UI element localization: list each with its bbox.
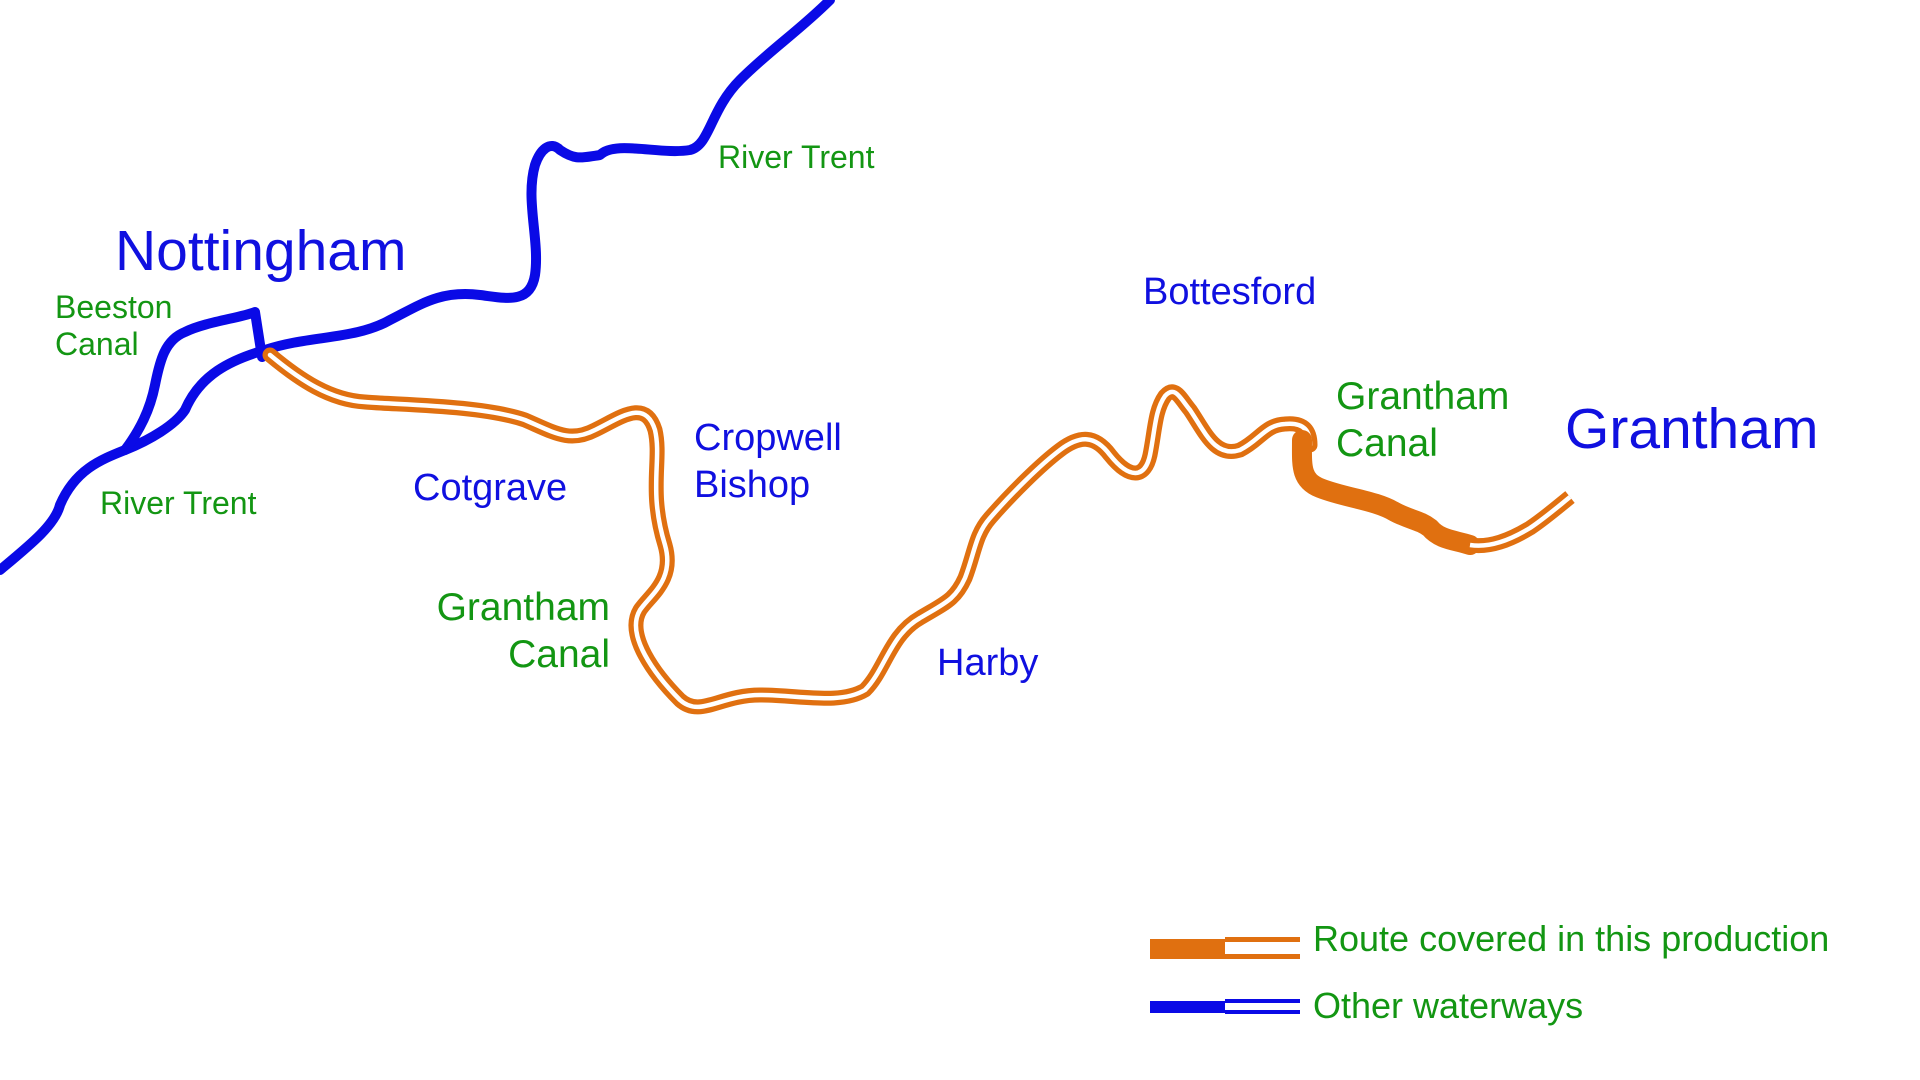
town-label-nottingham: Nottingham — [115, 219, 407, 283]
waterway-label-grantham-canal-east-line2: Canal — [1336, 422, 1438, 465]
waterway-label-grantham-canal-west-line1: Grantham — [437, 586, 610, 629]
town-label-cropwell-line2: Bishop — [694, 464, 810, 506]
waterway-label-river-trent-west: River Trent — [100, 485, 257, 521]
waterway-label-beeston-line2: Canal — [55, 326, 139, 362]
grantham-canal-end-inner — [1469, 495, 1572, 548]
waterway-label-river-trent-north: River Trent — [718, 139, 875, 175]
legend-other-label: Other waterways — [1313, 985, 1583, 1026]
town-label-harby: Harby — [937, 642, 1038, 684]
grantham-canal-route-inner — [267, 352, 1313, 710]
grantham-canal-route — [262, 347, 1318, 715]
legend-route-swatch — [1150, 937, 1300, 959]
grantham-canal-thick-section — [1291, 430, 1480, 555]
legend-other-swatch — [1150, 999, 1300, 1014]
waterway-label-grantham-canal-east-line1: Grantham — [1336, 375, 1509, 418]
grantham-canal-end — [1468, 491, 1575, 554]
legend: Route covered in this production Other w… — [1150, 918, 1829, 1026]
waterway-label-grantham-canal-west-line2: Canal — [508, 633, 610, 676]
town-label-bottesford: Bottesford — [1143, 271, 1316, 313]
town-label-cropwell-line1: Cropwell — [694, 417, 842, 459]
town-label-grantham: Grantham — [1565, 397, 1818, 461]
beeston-canal-line — [120, 307, 267, 455]
town-label-cotgrave: Cotgrave — [413, 467, 567, 509]
legend-route-label: Route covered in this production — [1313, 918, 1829, 959]
waterway-label-beeston-line1: Beeston — [55, 289, 172, 325]
